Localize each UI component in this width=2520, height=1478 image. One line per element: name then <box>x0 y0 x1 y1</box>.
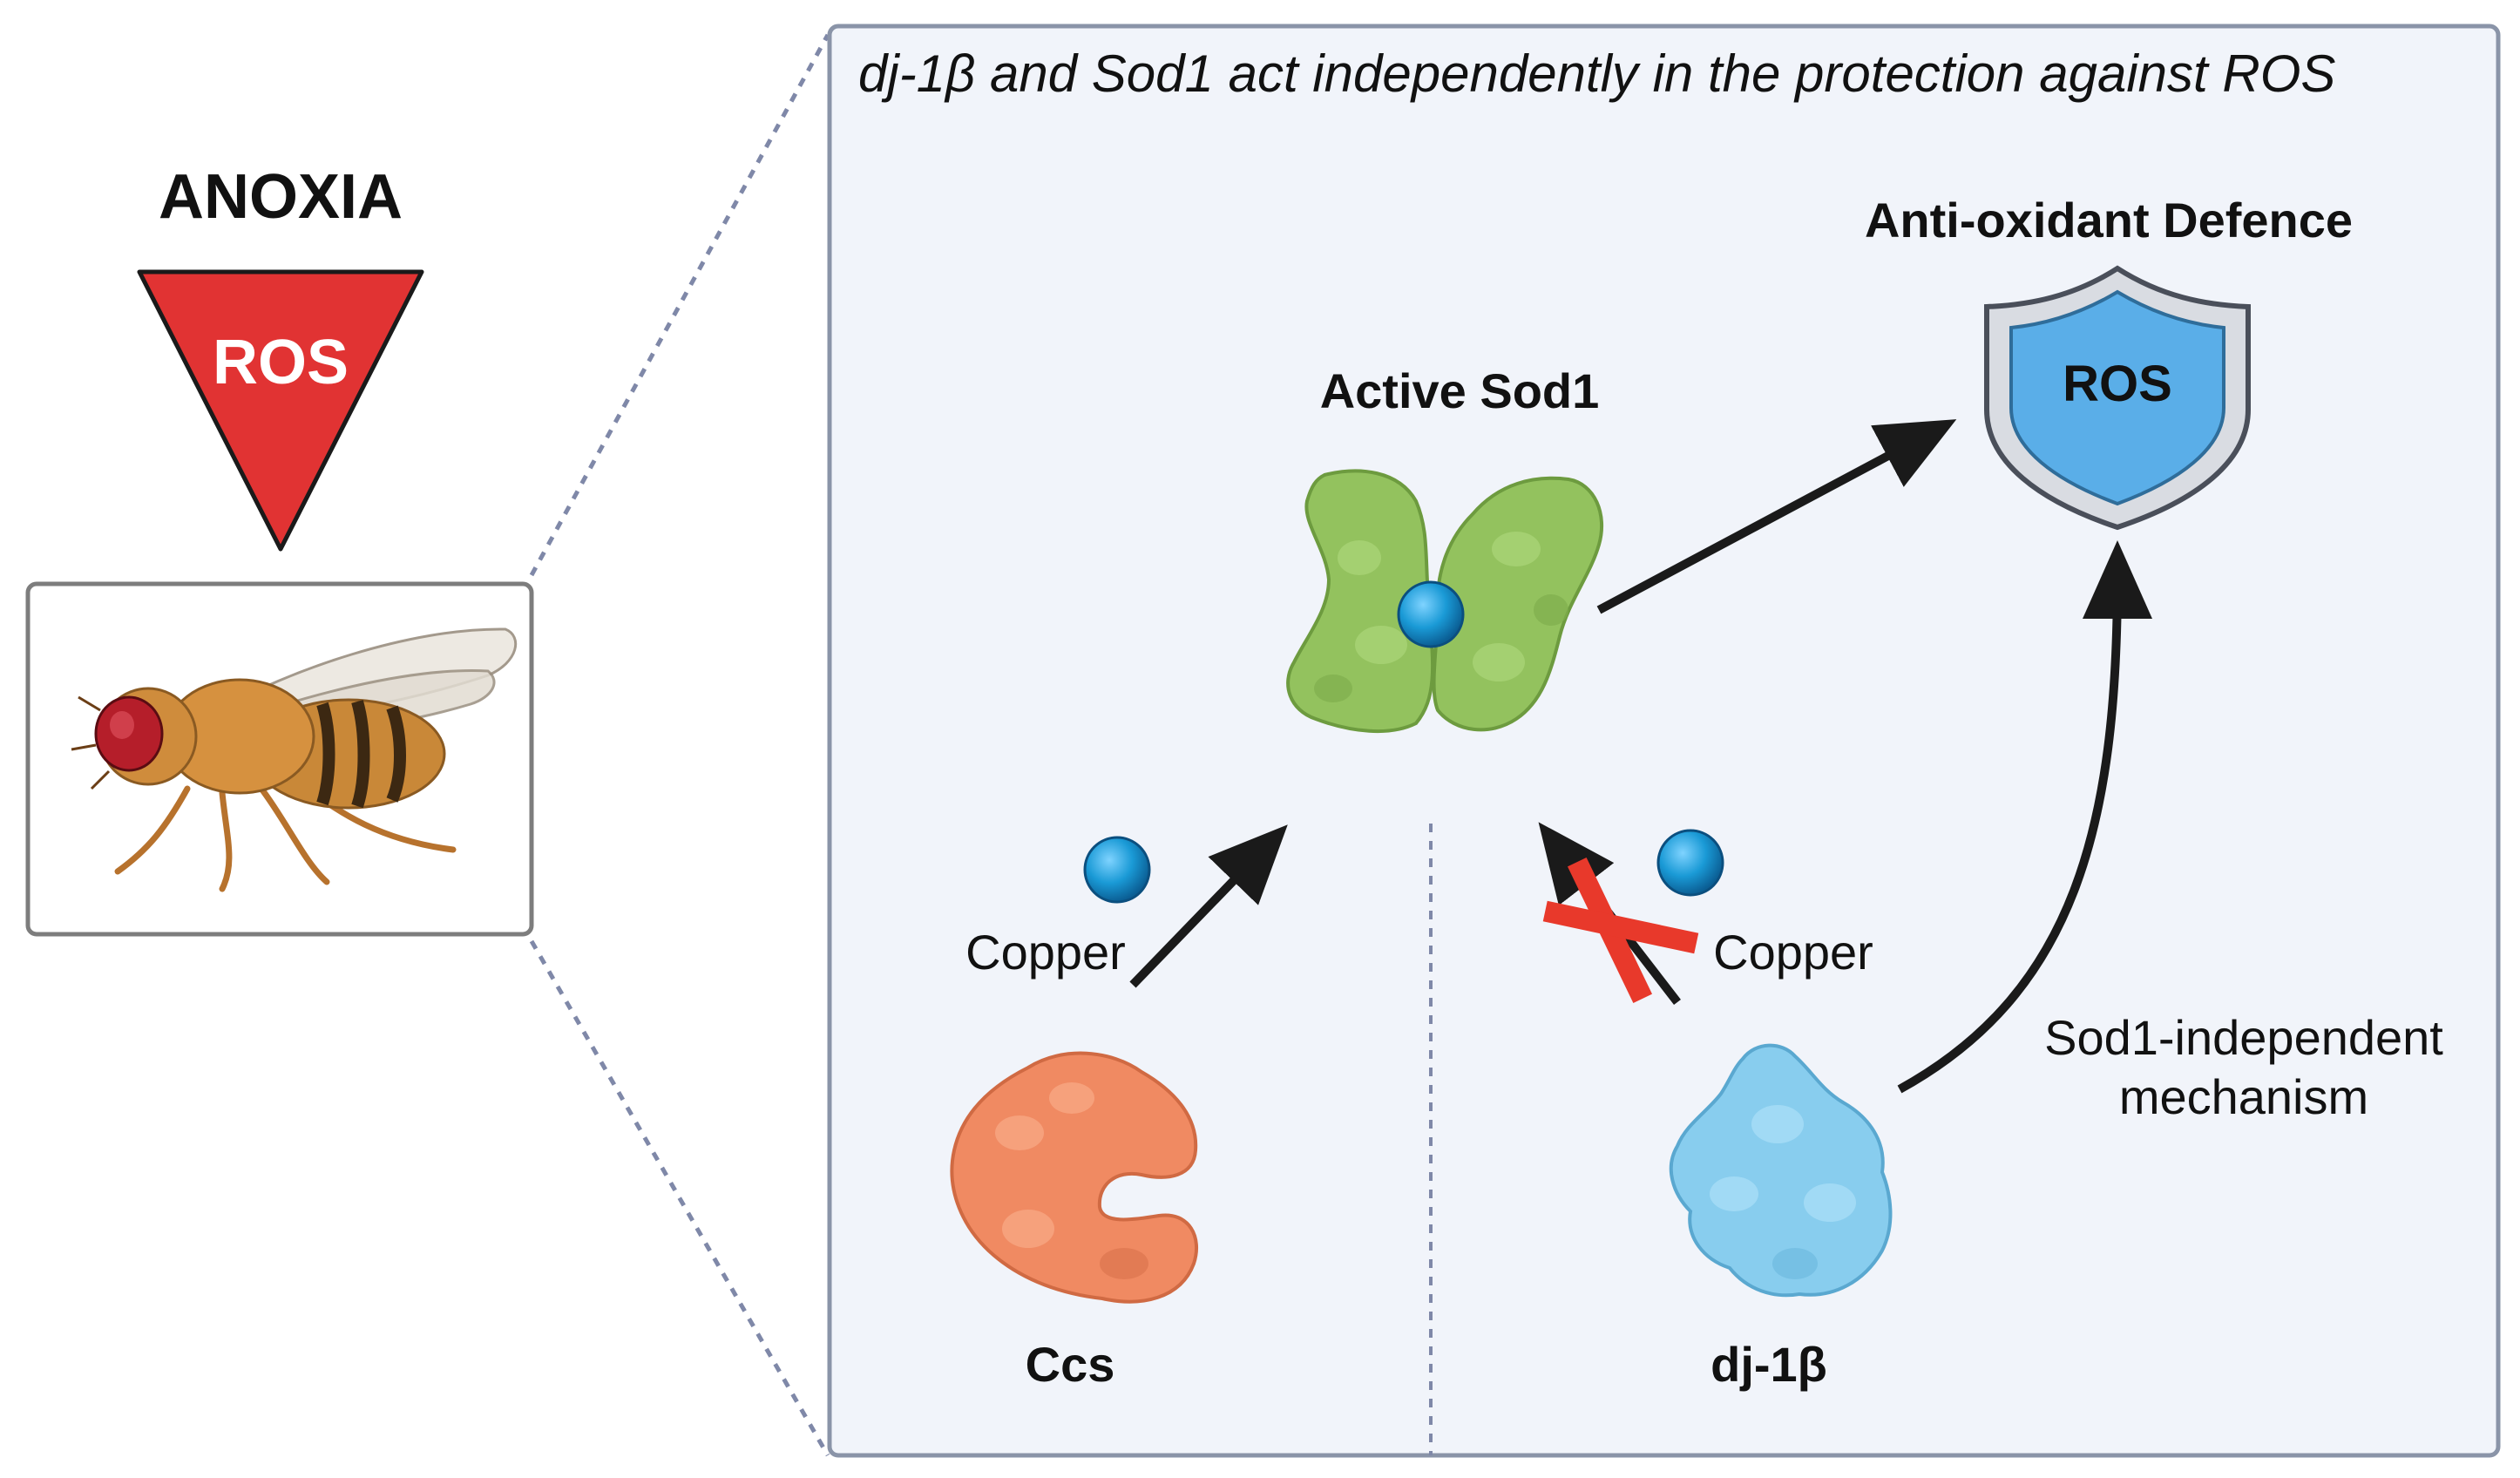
defence-label: Anti-oxidant Defence <box>1865 193 2353 247</box>
mechanism-label-line1: Sod1-independent <box>2044 1010 2443 1065</box>
arrow-ccs-to-sod1 <box>1129 824 1288 988</box>
arrow-dj1b-to-defence <box>1897 540 2152 1094</box>
copper-ion-right <box>1656 829 1724 897</box>
copper-left-label: Copper <box>965 925 1126 980</box>
dj1b-protein-icon <box>1669 1043 1893 1298</box>
shield-label: ROS <box>2063 356 2172 412</box>
mechanism-label-line2: mechanism <box>2119 1069 2368 1124</box>
copper-right-label: Copper <box>1713 925 1873 980</box>
zoom-line-top <box>529 33 830 577</box>
panel-title: dj-1β and Sod1 act independently in the … <box>858 44 2335 103</box>
sod1-protein-icon <box>1286 469 1604 734</box>
blocked-cross-icon <box>1542 857 1699 1004</box>
ros-triangle-label: ROS <box>213 328 349 397</box>
fruit-fly-icon <box>71 627 518 892</box>
anoxia-label: ANOXIA <box>159 162 403 232</box>
dj1b-label: dj-1β <box>1710 1337 1827 1392</box>
arrow-sod1-to-defence <box>1596 419 1957 614</box>
active-sod1-label: Active Sod1 <box>1320 363 1600 418</box>
ccs-label: Ccs <box>1026 1337 1115 1392</box>
ros-warning-triangle <box>137 269 424 552</box>
copper-ion-left <box>1083 836 1151 904</box>
sod1-copper-ion <box>1397 580 1465 648</box>
zoom-line-bottom <box>529 939 830 1457</box>
shield-icon <box>1984 265 2251 531</box>
ccs-protein-icon <box>950 1051 1199 1304</box>
